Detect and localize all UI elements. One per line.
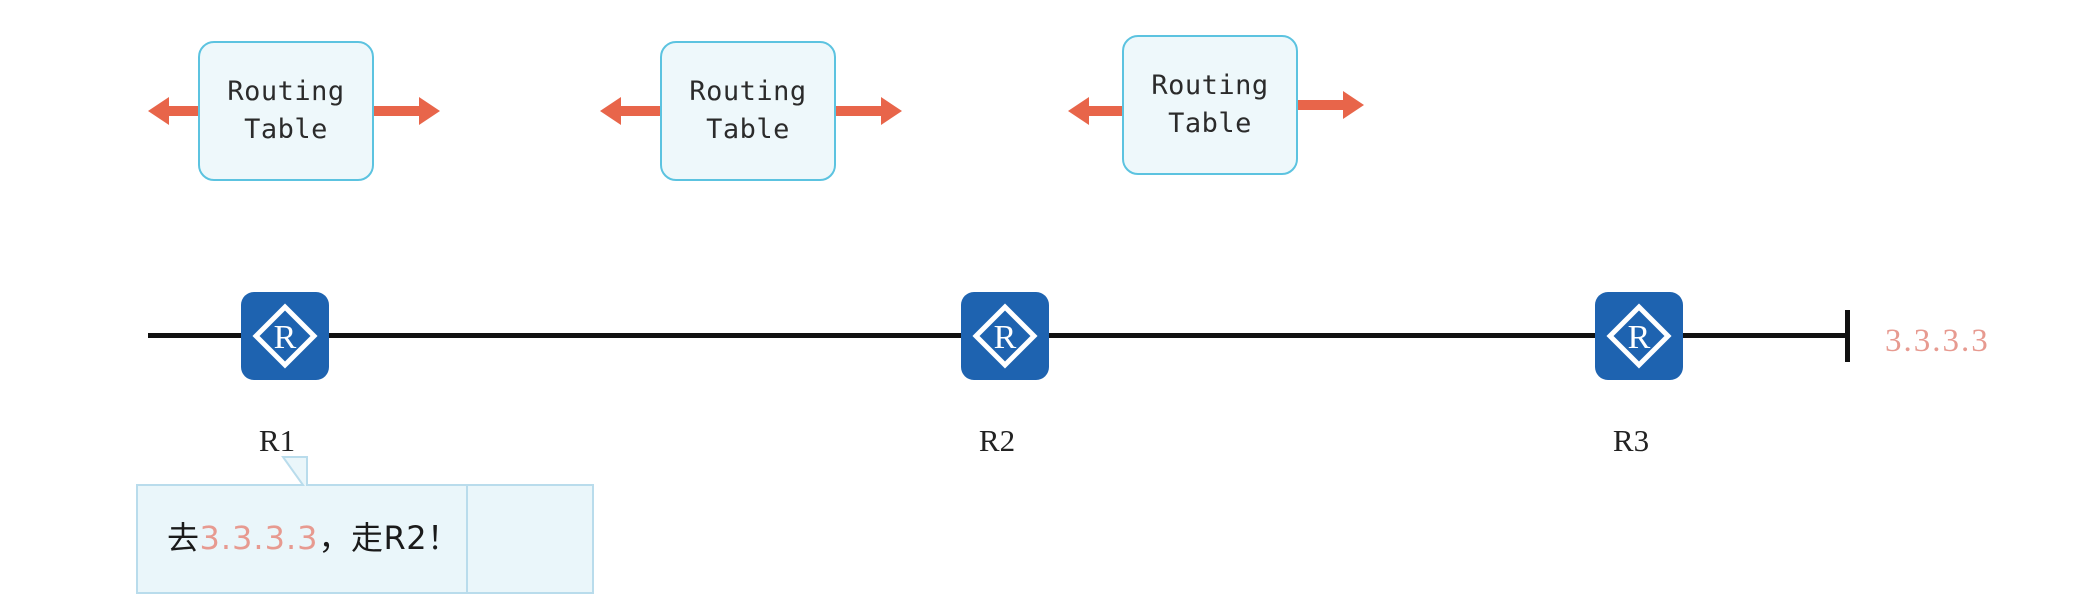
router-label-r2: R2 bbox=[978, 423, 1016, 458]
router-diamond-icon: R bbox=[252, 303, 318, 369]
routing-table-2-line2: Table bbox=[706, 114, 790, 145]
callout-shape-icon bbox=[136, 456, 594, 594]
router-icon-r1[interactable]: R bbox=[241, 292, 329, 380]
routing-table-3-left-arrow-icon bbox=[1068, 94, 1134, 128]
callout-prefix: 去 bbox=[167, 519, 200, 557]
router-icon-r3[interactable]: R bbox=[1595, 292, 1683, 380]
routing-table-1-line2: Table bbox=[244, 114, 328, 145]
routing-table-1-line1: Routing bbox=[227, 75, 345, 107]
svg-text:R: R bbox=[994, 319, 1017, 356]
routing-table-3-right-arrow-icon bbox=[1298, 88, 1364, 122]
routing-table-2-left-arrow-icon bbox=[600, 94, 666, 128]
callout-text: 去3.3.3.3，走R2！ bbox=[167, 513, 460, 559]
router-diamond-icon: R bbox=[972, 303, 1038, 369]
routing-table-2-right-arrow-icon bbox=[836, 94, 902, 128]
router-icon-r2[interactable]: R bbox=[961, 292, 1049, 380]
routing-table-2-line1: Routing bbox=[689, 75, 807, 107]
routing-table-3-line1: Routing bbox=[1151, 69, 1269, 101]
router-label-r1: R1 bbox=[258, 423, 296, 458]
svg-text:R: R bbox=[274, 319, 297, 356]
router-diamond-icon: R bbox=[1606, 303, 1672, 369]
callout-suffix: ，走R2！ bbox=[318, 519, 460, 557]
callout-bubble: 去3.3.3.3，走R2！ bbox=[135, 455, 595, 595]
routing-table-1-left-arrow-icon bbox=[148, 94, 214, 128]
routing-table-1-right-arrow-icon bbox=[374, 94, 440, 128]
callout-ip: 3.3.3.3 bbox=[199, 519, 319, 557]
routing-table-box-2: Routing Table bbox=[660, 41, 836, 181]
routing-table-3-line2: Table bbox=[1168, 108, 1252, 139]
destination-ip-label: 3.3.3.3 bbox=[1885, 323, 1990, 359]
routing-table-box-1: Routing Table bbox=[198, 41, 374, 181]
network-endpoint-terminator-icon bbox=[1845, 310, 1850, 362]
routing-table-box-3: Routing Table bbox=[1122, 35, 1298, 175]
router-label-r3: R3 bbox=[1612, 423, 1650, 458]
svg-text:R: R bbox=[1628, 319, 1651, 356]
